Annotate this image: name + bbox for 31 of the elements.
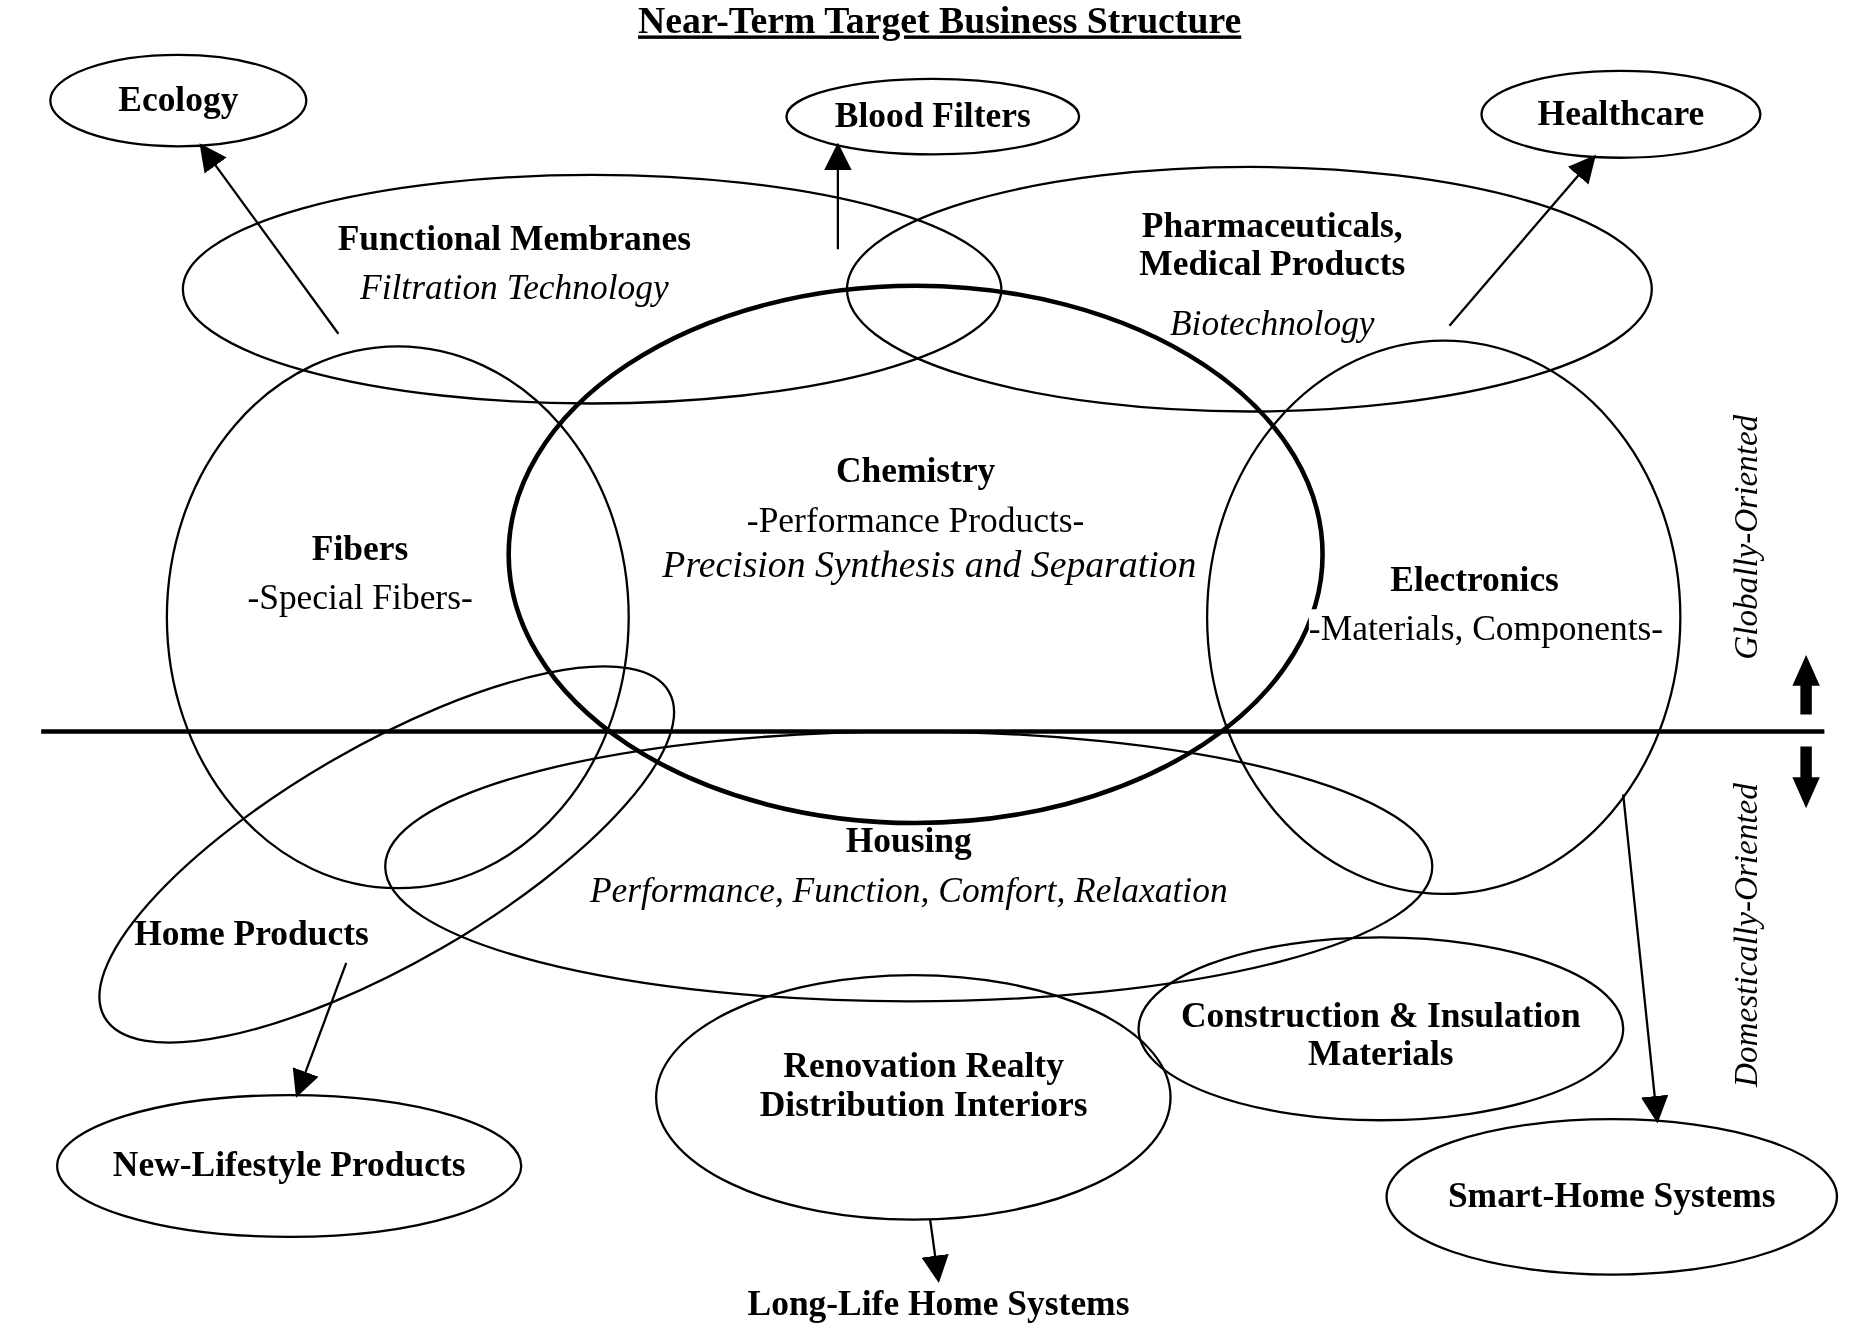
category-title: Long-Life Home Systems [747, 1283, 1130, 1323]
category-title: Functional Membranes [337, 219, 691, 259]
category-title: Construction & Insulation Materials [1179, 995, 1582, 1074]
category-subtitle: Biotechnology [1169, 304, 1375, 344]
arrow [1621, 794, 1669, 1124]
category-title: Pharmaceuticals, Medical Products [1138, 205, 1407, 284]
category-title: Blood Filters [834, 96, 1031, 135]
category-subtitle: Performance, Function, Comfort, Relaxation [589, 871, 1228, 910]
orientation-label: Domestically-Oriented [1728, 783, 1765, 1087]
category-title: Chemistry [835, 451, 996, 491]
category-title: Housing [845, 820, 972, 860]
arrow [823, 142, 852, 250]
category-title: Electronics [1390, 560, 1559, 600]
diagram-title: Near-Term Target Business Structure [637, 0, 1241, 42]
arrow [199, 143, 340, 335]
category-title: Smart-Home Systems [1447, 1176, 1776, 1216]
category-subtitle: Precision Synthesis and Separation [662, 544, 1197, 586]
category-title: New-Lifestyle Products [112, 1145, 466, 1185]
arrow [1448, 154, 1596, 327]
category-title: Home Products [133, 914, 369, 954]
category-subtitle: -Performance Products- [746, 500, 1085, 540]
category-title: Ecology [118, 80, 239, 119]
category-title: Healthcare [1537, 93, 1705, 133]
category-subtitle: Filtration Technology [359, 268, 669, 308]
arrow [292, 962, 348, 1098]
orientation-label: Globally-Oriented [1728, 414, 1765, 660]
category-subtitle: -Materials, Components- [1308, 609, 1663, 649]
category-title: Fibers [311, 529, 409, 569]
arrow [921, 1219, 949, 1283]
category-title: Renovation Realty Distribution Interiors [758, 1045, 1089, 1124]
category-subtitle: -Special Fibers- [247, 578, 473, 618]
